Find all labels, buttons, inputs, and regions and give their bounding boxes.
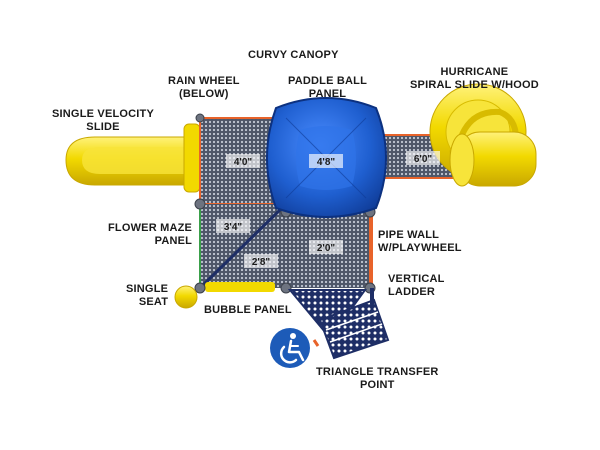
label-flower-maze-panel: FLOWER MAZE PANEL (108, 222, 193, 247)
diagonal-rail (198, 202, 288, 290)
dim-left-deck: 4'0" (234, 157, 253, 168)
label-bubble-panel: BUBBLE PANEL (204, 304, 292, 316)
dim-mid-right: 2'0" (317, 243, 336, 254)
dim-mid-left: 3'4" (224, 222, 243, 233)
lower-left-deck (198, 202, 288, 290)
label-paddle-ball-panel: PADDLE BALL PANEL (288, 75, 367, 100)
bubble-panel (205, 282, 275, 292)
hurricane-spiral-slide (382, 83, 537, 187)
label-rain-wheel: RAIN WHEEL (BELOW) (168, 75, 240, 100)
label-pipe-wall-playwheel: PIPE WALL W/PLAYWHEEL (378, 229, 462, 254)
single-seat (174, 285, 198, 309)
single-velocity-slide (65, 123, 201, 193)
dimension-labels: 4'0" 4'8" 6'0" 3'4" 2'0" 2'8" (216, 151, 440, 268)
label-single-velocity-slide: SINGLE VELOCITY SLIDE (52, 108, 155, 133)
label-single-seat: SINGLE SEAT (126, 283, 169, 308)
label-vertical-ladder: VERTICAL LADDER (388, 273, 445, 298)
label-triangle-transfer-point: TRIANGLE TRANSFER POINT (316, 366, 439, 391)
label-hurricane-spiral-slide: HURRICANE SPIRAL SLIDE W/HOOD (410, 66, 539, 91)
dim-right-deck: 6'0" (414, 154, 433, 165)
dim-canopy: 4'8" (317, 157, 336, 168)
label-curvy-canopy: CURVY CANOPY (248, 49, 339, 61)
vertical-ladder (370, 288, 374, 304)
wheelchair-accessibility-icon (270, 328, 310, 368)
triangle-transfer-point (287, 289, 390, 360)
dim-diagonal: 2'8" (252, 257, 271, 268)
